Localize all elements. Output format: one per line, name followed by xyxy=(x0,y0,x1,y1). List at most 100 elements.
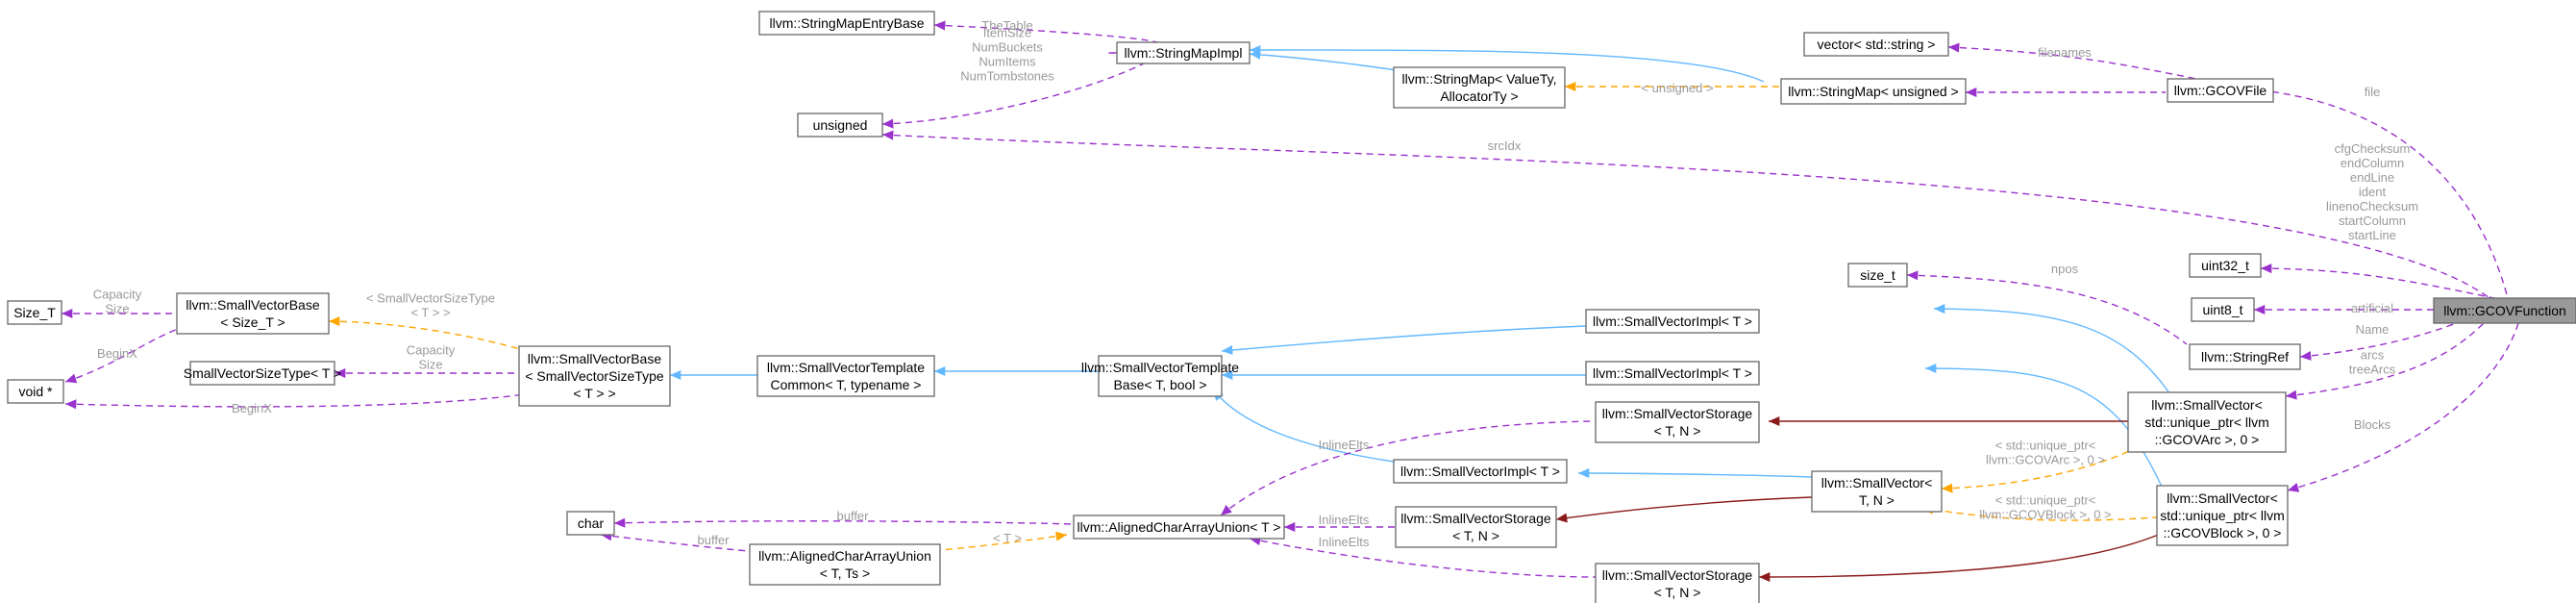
smimembers-label-line: NumTombstones xyxy=(960,69,1054,84)
edge-label-smu-template: < unsigned > xyxy=(1641,81,1713,95)
u32members-label-line: endLine xyxy=(2350,170,2394,185)
node-uint8[interactable]: uint8_t xyxy=(2191,297,2255,322)
node-smallvectorsizetype[interactable]: SmallVectorSizeType< T > xyxy=(184,361,341,386)
svimpl2-label-line: llvm::SmallVectorImpl< T > xyxy=(1593,365,1752,381)
node-gcovfile[interactable]: llvm::GCOVFile xyxy=(2167,78,2274,103)
node-smallvectorbase-svst[interactable]: llvm::SmallVectorBase< SmallVectorSizeTy… xyxy=(518,345,671,407)
edge-member-vecstr-gcovfile xyxy=(1947,42,2202,81)
acauts-label-line: llvm::AlignedCharArrayUnion xyxy=(758,548,931,564)
node-alignedchararrayunion-t[interactable]: llvm::AlignedCharArrayUnion< T > xyxy=(1073,515,1285,540)
edge-label-t-template: < T > xyxy=(993,531,1022,545)
svstor2-label-line: llvm::SmallVectorStorage xyxy=(1400,511,1551,526)
node-size-t[interactable]: size_t xyxy=(1847,263,1908,288)
edge-template-acau-acauts xyxy=(939,531,1068,551)
gcovfunc-label-line: llvm::GCOVFunction xyxy=(2443,303,2566,318)
node-smallvectorimpl-3[interactable]: llvm::SmallVectorImpl< T > xyxy=(1393,459,1568,484)
node-smallvectorstorage-1[interactable]: llvm::SmallVectorStorage< T, N > xyxy=(1595,401,1760,443)
svtc-box xyxy=(756,355,935,397)
edge-member-svblock-gcovfunc xyxy=(2287,322,2519,492)
svblock-box xyxy=(2156,485,2289,546)
edge-inherit-smi-smu xyxy=(1249,44,1765,83)
u32members-label-line: cfgChecksum xyxy=(2335,141,2411,156)
node-stringmap-valuety[interactable]: llvm::StringMap< ValueTy,AllocatorTy > xyxy=(1393,66,1566,109)
edge-label-inlineelts-3: InlineElts xyxy=(1319,535,1370,549)
node-stringmapimpl[interactable]: llvm::StringMapImpl xyxy=(1116,41,1251,64)
node-smallvectorstorage-2[interactable]: llvm::SmallVectorStorage< T, N > xyxy=(1395,506,1557,548)
gcovfile-box xyxy=(2167,78,2274,103)
svstor3-box xyxy=(1595,563,1760,603)
char-label-line: char xyxy=(578,515,605,531)
svblock-label-line: std::unique_ptr< llvm xyxy=(2160,508,2285,523)
svstor2-label-line: < T, N > xyxy=(1452,528,1499,543)
node-alignedchararrayunion-t-ts[interactable]: llvm::AlignedCharArrayUnion< T, Ts > xyxy=(749,543,941,586)
acau-label-line: llvm::AlignedCharArrayUnion< T > xyxy=(1077,519,1281,535)
capsize1-label-line: Capacity xyxy=(93,288,142,302)
edge-label-buffer-1: buffer xyxy=(836,509,869,523)
svstor1-label-line: llvm::SmallVectorStorage xyxy=(1602,406,1753,421)
svtb-label-line: Base< T, bool > xyxy=(1113,377,1206,392)
artificial-label-line: artificial xyxy=(2351,301,2393,315)
node-size-T[interactable]: Size_T xyxy=(7,300,62,325)
sizeT-label-line: Size_T xyxy=(13,305,56,320)
smvt-label-line: AllocatorTy > xyxy=(1440,88,1518,104)
svst-label-line: SmallVectorSizeType< T > xyxy=(184,365,341,381)
smu_tpl-label-line: < unsigned > xyxy=(1641,81,1713,95)
voidp-box xyxy=(7,379,64,404)
svstor1-box xyxy=(1595,401,1760,443)
node-smallvector-t-n[interactable]: llvm::SmallVector<T, N > xyxy=(1811,470,1943,513)
blocks-label-line: Blocks xyxy=(2354,417,2391,432)
edge-template-svtn-svblock xyxy=(1921,504,2158,521)
acauts-box xyxy=(749,543,941,586)
svimpl1-label-line: llvm::SmallVectorImpl< T > xyxy=(1593,314,1752,329)
edge-member-char-acau xyxy=(613,517,1075,528)
sizet-label-line: size_t xyxy=(1860,267,1895,283)
smeb-box xyxy=(758,11,935,36)
edge-label-name: Name xyxy=(2356,322,2390,337)
node-smallvectorimpl-2[interactable]: llvm::SmallVectorImpl< T > xyxy=(1585,361,1760,386)
node-smallvectorbase-size-t[interactable]: llvm::SmallVectorBase< Size_T > xyxy=(176,292,330,335)
node-gcovfunction[interactable]: llvm::GCOVFunction xyxy=(2433,297,2576,324)
node-stringmapentrybase[interactable]: llvm::StringMapEntryBase xyxy=(758,11,935,36)
svbsvst-label-line: < SmallVectorSizeType xyxy=(525,368,664,384)
node-char[interactable]: char xyxy=(566,511,615,536)
edge-member-voidp-svbsvst xyxy=(64,391,539,410)
beginx1-label-line: BeginX xyxy=(97,346,137,361)
uint8-label-line: uint8_t xyxy=(2202,302,2242,317)
node-smallvector-gcovarc[interactable]: llvm::SmallVector<std::unique_ptr< llvm:… xyxy=(2127,391,2287,453)
svstor3-label-line: llvm::SmallVectorStorage xyxy=(1602,567,1753,583)
node-smallvectorimpl-1[interactable]: llvm::SmallVectorImpl< T > xyxy=(1585,309,1760,334)
svbs-box xyxy=(176,292,330,335)
smu-box xyxy=(1780,78,1967,105)
svbs-label-line: llvm::SmallVectorBase xyxy=(186,297,319,313)
srcidx-label-line: srcIdx xyxy=(1488,138,1522,153)
smeb-label-line: llvm::StringMapEntryBase xyxy=(769,15,924,31)
node-stringmap-unsigned[interactable]: llvm::StringMap< unsigned > xyxy=(1780,78,1967,105)
node-stringref[interactable]: llvm::StringRef xyxy=(2189,343,2301,370)
edge-member-uint32-gcovfunc xyxy=(2260,264,2510,302)
svimpl3-box xyxy=(1393,459,1568,484)
node-uint32[interactable]: uint32_t xyxy=(2189,253,2262,278)
node-vector-string[interactable]: vector< std::string > xyxy=(1803,32,1949,57)
edge-label-thetable: TheTable xyxy=(981,18,1032,33)
svimpl2-box xyxy=(1585,361,1760,386)
edge-inherit-svimpl3-svtb xyxy=(1212,389,1395,463)
node-unsigned[interactable]: unsigned xyxy=(797,113,883,138)
file-label-line: file xyxy=(2365,85,2381,99)
u32members-label-line: linenoChecksum xyxy=(2326,199,2418,214)
arc_tpl-label-line: < std::unique_ptr< xyxy=(1995,439,2096,453)
beginx2-label-line: BeginX xyxy=(232,401,272,415)
smvt-label-line: llvm::StringMap< ValueTy, xyxy=(1402,71,1557,87)
node-smallvectorstorage-3[interactable]: llvm::SmallVectorStorage< T, N > xyxy=(1595,563,1760,603)
smimembers-label-line: NumItems xyxy=(978,55,1036,69)
node-smallvector-gcovblock[interactable]: llvm::SmallVector<std::unique_ptr< llvm:… xyxy=(2156,485,2289,546)
smi-label-line: llvm::StringMapImpl xyxy=(1125,45,1243,61)
node-void-pointer[interactable]: void * xyxy=(7,379,64,404)
edge-member-gcovfile-gcovfunc xyxy=(2260,87,2509,299)
u32members-label-line: ident xyxy=(2359,185,2387,199)
thetable-label-line: TheTable xyxy=(981,18,1032,33)
